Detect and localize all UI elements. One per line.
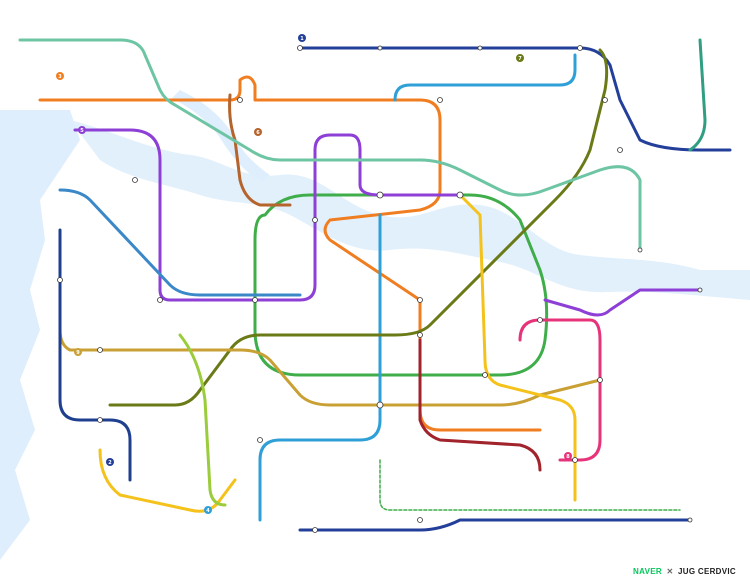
line-1: [298, 46, 732, 152]
line-4-badge-label: 4: [206, 508, 210, 514]
line-6: [228, 93, 292, 207]
line-airport: [58, 188, 302, 297]
station: [537, 317, 543, 323]
station: [617, 147, 623, 153]
line-8-badge: [564, 452, 572, 460]
station: [97, 347, 103, 353]
station: [482, 372, 488, 378]
station: [456, 191, 464, 199]
line-7-badge-label: 7: [518, 56, 522, 62]
line-9-badge-label: 9: [76, 350, 80, 356]
line-4: [258, 213, 382, 522]
west-sea: [0, 110, 80, 560]
station: [697, 287, 703, 293]
station: [376, 401, 384, 409]
imjin-river: [172, 90, 270, 182]
line-gyeongchun: [688, 38, 707, 152]
station: [417, 332, 423, 338]
line-8: [518, 318, 602, 462]
line-9-badge: [74, 348, 82, 356]
line-bundang-west: [98, 448, 237, 513]
water-bodies: [0, 90, 750, 560]
station: [602, 97, 608, 103]
station: [437, 97, 443, 103]
line-2: [253, 193, 549, 377]
stations[interactable]: [57, 45, 703, 533]
station: [376, 191, 384, 199]
line-bundang: [458, 193, 577, 502]
station: [97, 417, 103, 423]
line-1-badge-label: 1: [300, 36, 304, 42]
line-gyeongui: [18, 38, 642, 252]
line-sinbundang: [418, 338, 542, 472]
line-6-badge-label: 6: [256, 130, 260, 136]
line-2-badge-label: 2: [108, 460, 112, 466]
naver-brand: NAVER: [633, 567, 662, 576]
line-2-badge: [106, 458, 114, 466]
station: [377, 45, 383, 51]
line-7-badge: [516, 54, 524, 62]
station: [477, 45, 483, 51]
credit-author: JUG CERDVIC: [678, 567, 736, 576]
station: [157, 297, 163, 303]
station: [257, 437, 263, 443]
line-3-badge: [56, 72, 64, 80]
line-badges: 1 3 5 6 7 8 9 4 2: [56, 34, 572, 514]
line-5-east: [543, 288, 702, 317]
map-credit: NAVER ✕ JUG CERDVIC: [633, 567, 736, 576]
line-1-south: [298, 518, 692, 532]
station: [637, 247, 643, 253]
station: [417, 517, 423, 523]
credit-separator: ✕: [666, 567, 674, 576]
station: [57, 277, 63, 283]
line-5-badge-label: 5: [80, 128, 84, 134]
station: [312, 217, 318, 223]
station: [417, 297, 423, 303]
line-7: [108, 48, 609, 407]
station: [237, 97, 243, 103]
line-ui: [178, 333, 227, 507]
line-8-badge-label: 8: [566, 454, 570, 460]
station: [132, 177, 138, 183]
station: [597, 377, 603, 383]
line-3-badge-label: 3: [58, 74, 62, 80]
line-4-badge: [204, 506, 212, 514]
station: [252, 297, 258, 303]
line-1-badge: [298, 34, 306, 42]
line-6-badge: [254, 128, 262, 136]
station: [312, 527, 318, 533]
line-4-north: [393, 53, 577, 102]
station: [572, 457, 578, 463]
station: [687, 517, 693, 523]
line-5-badge: [78, 126, 86, 134]
station: [577, 45, 583, 51]
line-suburban: [58, 228, 132, 482]
station: [297, 45, 303, 51]
han-river: [70, 120, 750, 300]
line-9: [58, 328, 602, 407]
line-dashed: [379, 459, 681, 511]
